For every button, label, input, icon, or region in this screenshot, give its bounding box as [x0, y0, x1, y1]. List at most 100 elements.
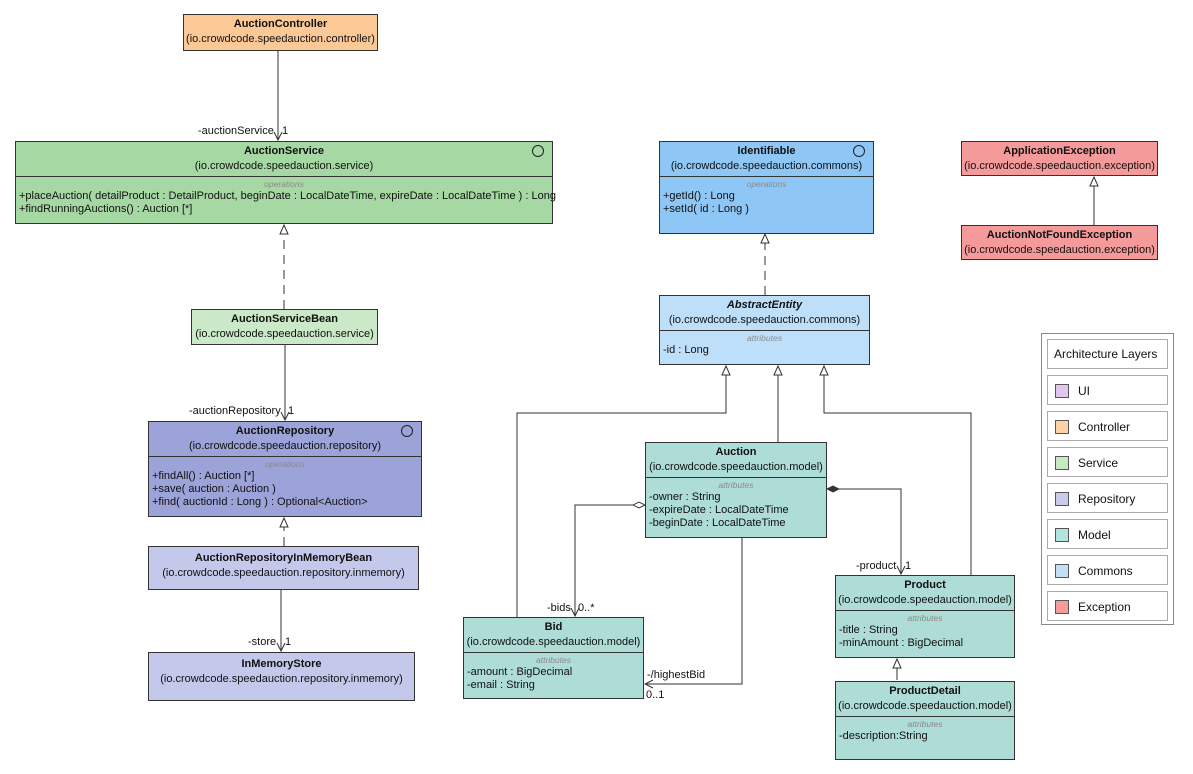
class-auction-service[interactable]: AuctionService (io.crowdcode.speedauctio… [15, 141, 556, 224]
class-package: (io.crowdcode.speedauction.controller) [186, 33, 375, 45]
multiplicity-label: 1 [282, 125, 289, 137]
edge-auction-highestbid [645, 538, 743, 684]
section-label: operations [746, 179, 787, 189]
member-attribute: -id : Long [663, 344, 709, 356]
member-operation: +findRunningAuctions() : Auction [*] [19, 203, 193, 215]
class-package: (io.crowdcode.speedauction.service) [194, 160, 374, 172]
class-name: AbstractEntity [726, 299, 803, 311]
legend-swatch [1055, 528, 1069, 542]
edge-auction-bids [575, 505, 645, 616]
class-package: (io.crowdcode.speedauction.commons) [668, 314, 861, 326]
section-label: attributes [718, 480, 754, 490]
legend-swatch [1055, 456, 1069, 470]
class-name: ApplicationException [1003, 145, 1116, 157]
legend-label: UI [1078, 384, 1090, 398]
legend-label: Service [1078, 456, 1119, 470]
legend-item-commons: Commons [1047, 555, 1168, 585]
legend-swatch [1055, 564, 1069, 578]
member-attribute: -amount : BigDecimal [467, 666, 573, 678]
member-operation: +placeAuction( detailProduct : DetailPro… [19, 190, 556, 202]
class-name: InMemoryStore [241, 658, 322, 670]
class-auction-repository-inmemory-bean[interactable]: AuctionRepositoryInMemoryBean (io.crowdc… [148, 546, 419, 590]
legend-item-controller: Controller [1047, 411, 1168, 441]
member-attribute: -email : String [467, 679, 535, 691]
class-name: AuctionController [233, 18, 328, 30]
class-product[interactable]: Product (io.crowdcode.speedauction.model… [835, 575, 1015, 658]
member-operation: +getId() : Long [663, 190, 735, 202]
role-label-bids: -bids [547, 602, 571, 614]
legend-label: Model [1078, 528, 1111, 542]
class-package: (io.crowdcode.speedauction.model) [466, 636, 641, 648]
class-bid[interactable]: Bid (io.crowdcode.speedauction.model) at… [463, 617, 644, 699]
class-package: (io.crowdcode.speedauction.repository) [189, 440, 381, 452]
multiplicity-label: 1 [288, 405, 295, 417]
legend-swatch [1055, 600, 1069, 614]
legend-swatch [1055, 492, 1069, 506]
class-abstract-entity[interactable]: AbstractEntity (io.crowdcode.speedauctio… [659, 295, 870, 365]
class-application-exception[interactable]: ApplicationException (io.crowdcode.speed… [961, 141, 1158, 176]
class-auction-not-found-exception[interactable]: AuctionNotFoundException (io.crowdcode.s… [961, 225, 1158, 260]
class-name: Identifiable [737, 145, 796, 157]
class-identifiable[interactable]: Identifiable (io.crowdcode.speedauction.… [659, 141, 874, 234]
member-operation: +setId( id : Long ) [663, 203, 749, 215]
multiplicity-label: 0..* [578, 602, 595, 614]
legend-label: Commons [1078, 564, 1133, 578]
interface-icon [532, 145, 544, 157]
member-attribute: -owner : String [649, 491, 721, 503]
class-package: (io.crowdcode.speedauction.repository.in… [160, 673, 403, 685]
class-auction-service-bean[interactable]: AuctionServiceBean (io.crowdcode.speedau… [191, 309, 378, 345]
member-operation: +findAll() : Auction [*] [152, 470, 255, 482]
class-name: Auction [715, 446, 757, 458]
role-label-store: -store [248, 636, 277, 648]
member-attribute: -expireDate : LocalDateTime [649, 504, 789, 516]
edge-auction-product [827, 489, 901, 574]
legend-item-repository: Repository [1047, 483, 1168, 513]
role-label-auction-repository: -auctionRepository [189, 405, 281, 417]
section-label: attributes [907, 719, 943, 729]
architecture-layers-legend: Architecture Layers UI Controller Servic… [1041, 333, 1174, 625]
role-label-auction-service: -auctionService [198, 125, 274, 137]
class-package: (io.crowdcode.speedauction.repository.in… [162, 567, 405, 579]
section-label: attributes [907, 613, 943, 623]
member-attribute: -title : String [839, 624, 898, 636]
class-package: (io.crowdcode.speedauction.exception) [964, 160, 1155, 172]
class-product-detail[interactable]: ProductDetail (io.crowdcode.speedauction… [835, 681, 1015, 760]
class-name: AuctionRepository [235, 425, 335, 437]
edge-bid-extends-abstractentity [516, 364, 731, 617]
section-label: attributes [536, 655, 571, 665]
legend-swatch [1055, 420, 1069, 434]
member-attribute: -minAmount : BigDecimal [839, 637, 964, 649]
legend-item-exception: Exception [1047, 591, 1168, 621]
class-package: (io.crowdcode.speedauction.commons) [670, 160, 863, 172]
section-label: operations [265, 459, 305, 469]
legend-label: Repository [1078, 492, 1136, 506]
class-name: Bid [544, 621, 563, 633]
class-name: Product [904, 579, 946, 591]
section-label: operations [264, 179, 304, 189]
class-name: AuctionNotFoundException [986, 229, 1133, 241]
class-name: ProductDetail [889, 685, 961, 697]
class-package: (io.crowdcode.speedauction.service) [195, 328, 374, 340]
class-name: AuctionService [243, 145, 325, 157]
class-package: (io.crowdcode.speedauction.exception) [964, 244, 1155, 256]
section-label: attributes [747, 333, 782, 343]
multiplicity-label: 0..1 [646, 689, 665, 701]
legend-swatch [1055, 384, 1069, 398]
legend-item-model: Model [1047, 519, 1168, 549]
class-in-memory-store[interactable]: InMemoryStore (io.crowdcode.speedauction… [148, 652, 415, 701]
legend-item-service: Service [1047, 447, 1168, 477]
member-operation: +find( auctionId : Long ) : Optional<Auc… [152, 496, 368, 508]
member-attribute: -beginDate : LocalDateTime [649, 517, 786, 529]
class-name: AuctionRepositoryInMemoryBean [194, 552, 373, 564]
member-attribute: -description:String [839, 730, 928, 742]
class-package: (io.crowdcode.speedauction.model) [838, 594, 1012, 606]
class-package: (io.crowdcode.speedauction.model) [649, 461, 823, 473]
class-auction-controller[interactable]: AuctionController (io.crowdcode.speedauc… [183, 14, 378, 51]
interface-icon [853, 145, 865, 157]
multiplicity-label: 1 [285, 636, 292, 648]
role-label-highest-bid: -/highestBid [647, 669, 706, 681]
class-auction-repository[interactable]: AuctionRepository (io.crowdcode.speedauc… [148, 421, 422, 517]
class-auction[interactable]: Auction (io.crowdcode.speedauction.model… [645, 442, 827, 538]
interface-icon [401, 425, 413, 437]
